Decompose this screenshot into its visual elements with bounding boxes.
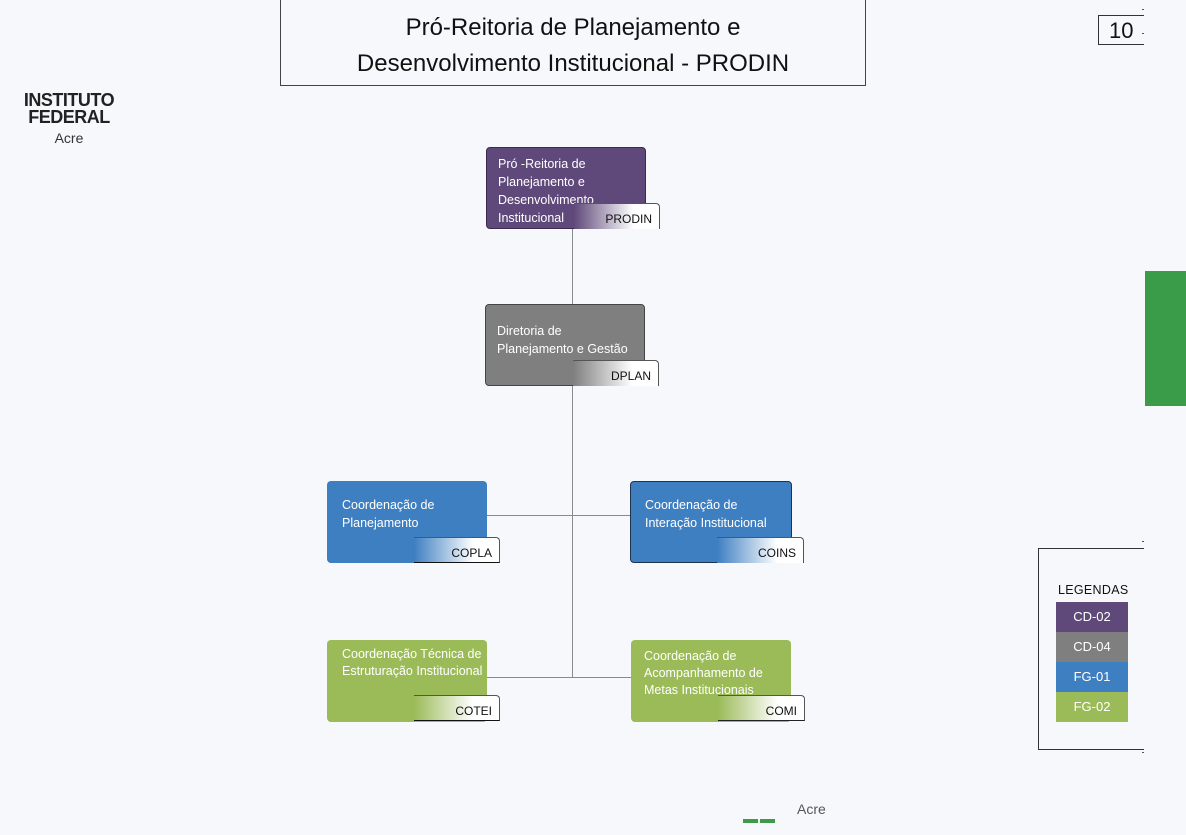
org-node-code: COINS: [717, 537, 804, 563]
connector-level3: [487, 515, 631, 516]
org-node-code: COMI: [718, 695, 805, 721]
legend-item-cd02: CD-02: [1056, 602, 1128, 632]
page-number-mark: [1142, 33, 1144, 34]
legend-frame-mark: [1142, 752, 1144, 753]
org-node-label: Diretoria de Planejamento e Gestão: [497, 324, 628, 356]
org-node-code: DPLAN: [573, 360, 659, 386]
logo-line1: INSTITUTO: [23, 90, 115, 110]
side-accent-bar: [1145, 271, 1186, 406]
footer-text: Acre: [797, 801, 826, 815]
footer-logo-marks: [743, 810, 777, 828]
org-node-label: Coordenação Técnica de Estruturação Inst…: [342, 647, 483, 678]
org-node-label: Coordenação de Planejamento: [342, 498, 435, 530]
legend-frame-mark: [1142, 541, 1144, 542]
connector-dplan-trunk: [572, 386, 573, 678]
legend-frame: [1038, 548, 1144, 750]
connector-prodin-dplan: [572, 229, 573, 305]
org-node-label: Coordenação de Interação Institucional: [645, 498, 767, 530]
page-title-box: Pró-Reitoria de Planejamento e Desenvolv…: [280, 0, 866, 86]
org-node-label: Pró -Reitoria de Planejamento e Desenvol…: [498, 157, 594, 225]
connector-level4: [487, 677, 631, 678]
legend-item-fg02: FG-02: [1056, 692, 1128, 722]
logo-line2: FEDERAL: [28, 107, 110, 127]
legend-item-fg01: FG-01: [1056, 662, 1128, 692]
legend-item-cd04: CD-04: [1056, 632, 1128, 662]
org-node-code: COPLA: [414, 537, 500, 563]
page-number: 10: [1098, 15, 1144, 45]
page-title-line1: Pró-Reitoria de Planejamento e: [405, 14, 741, 41]
org-node-label: Coordenação de Acompanhamento de Metas I…: [644, 649, 763, 697]
page-title-line2: Desenvolvimento Institucional - PRODIN: [356, 50, 790, 77]
org-node-code: PRODIN: [574, 203, 660, 229]
page-number-mark: [1142, 9, 1144, 10]
institution-logo: INSTITUTO FEDERAL Acre: [14, 90, 124, 146]
logo-line3: Acre: [54, 130, 84, 146]
legend-title: LEGENDAS: [1058, 583, 1129, 597]
org-node-code: COTEI: [414, 695, 500, 721]
